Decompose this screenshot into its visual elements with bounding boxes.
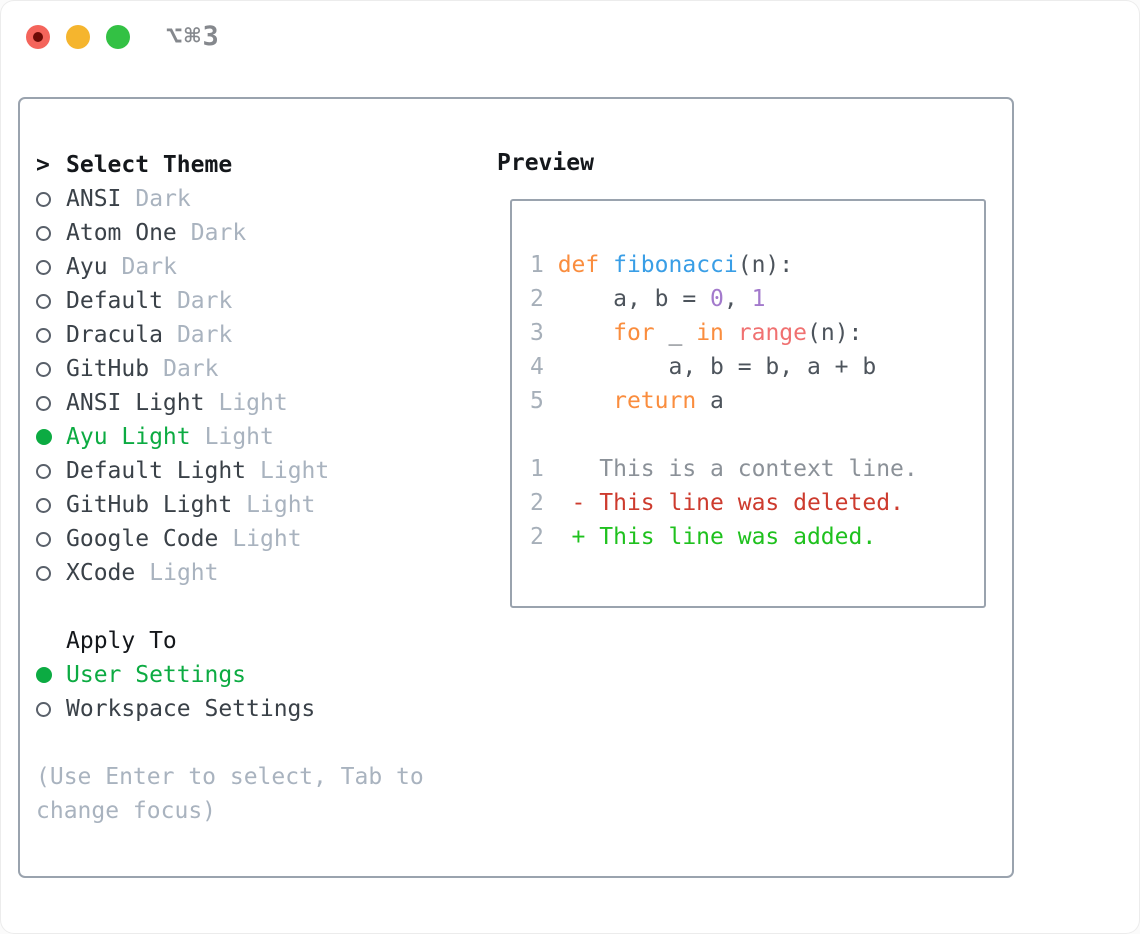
theme-variant-badge: Dark <box>176 322 233 348</box>
theme-variant-badge: Light <box>232 526 302 552</box>
code-line: 1 def fibonacci(n): <box>530 252 794 278</box>
theme-option-ansi-dark[interactable]: ANSI Dark <box>36 182 456 216</box>
minimize-button[interactable] <box>66 25 90 49</box>
option-label: ANSI Light <box>66 390 205 416</box>
theme-option-ayu-light-light[interactable]: Ayu Light Light <box>36 420 456 454</box>
close-button[interactable] <box>26 25 50 49</box>
radio-icon <box>36 395 51 411</box>
theme-option-google-code-light[interactable]: Google Code Light <box>36 522 456 556</box>
code-line: 3 for _ in range(n): <box>530 320 863 346</box>
option-label: Dracula <box>66 322 163 348</box>
code-line: 5 return a <box>530 388 724 414</box>
window-title-shortcut: ⌥⌘3 <box>166 21 221 52</box>
option-label: GitHub Light <box>66 492 233 518</box>
radio-icon <box>36 225 51 241</box>
theme-dialog-panel <box>18 97 1014 878</box>
line-number: 4 <box>530 354 558 380</box>
radio-icon <box>36 361 51 377</box>
option-label: Ayu Light <box>66 424 191 450</box>
option-label: User Settings <box>66 662 247 688</box>
theme-variant-badge: Dark <box>163 356 219 382</box>
apply-option-workspace-settings[interactable]: Workspace Settings <box>36 692 456 726</box>
theme-variant-badge: Light <box>204 424 274 450</box>
theme-option-default-dark[interactable]: Default Dark <box>36 284 456 318</box>
keyboard-hint: (Use Enter to select, Tab to change focu… <box>36 764 424 824</box>
option-label: Workspace Settings <box>66 696 316 722</box>
theme-option-ansi-light-light[interactable]: ANSI Light Light <box>36 386 456 420</box>
radio-icon <box>36 293 51 309</box>
preview-pane: 1 def fibonacci(n): 2 a, b = 0, 1 3 for _ … <box>510 199 986 608</box>
traffic-lights <box>26 25 130 49</box>
theme-variant-badge: Dark <box>190 220 247 246</box>
option-label: GitHub <box>66 356 150 382</box>
option-label: Default <box>66 288 163 314</box>
option-label: Atom One <box>66 220 177 246</box>
zoom-button[interactable] <box>106 25 130 49</box>
theme-option-default-light-light[interactable]: Default Light Light <box>36 454 456 488</box>
code-line <box>530 422 976 456</box>
apply-option-user-settings[interactable]: User Settings <box>36 658 456 692</box>
line-number: 1 <box>530 456 558 482</box>
radio-icon <box>36 259 51 275</box>
radio-icon <box>36 463 51 479</box>
code-line: 2 + This line was added. <box>530 524 877 550</box>
theme-variant-badge: Light <box>149 560 219 586</box>
preview-title: Preview <box>497 150 594 176</box>
theme-option-atom-one-dark[interactable]: Atom One Dark <box>36 216 456 250</box>
radio-icon <box>36 565 51 581</box>
option-label: XCode <box>66 560 136 586</box>
radio-selected-icon <box>36 667 52 683</box>
radio-icon <box>36 497 51 513</box>
radio-selected-icon <box>36 429 52 445</box>
code-line: 1 This is a context line. <box>530 456 918 482</box>
line-number <box>530 422 558 448</box>
theme-option-xcode-light[interactable]: XCode Light <box>36 556 456 590</box>
apply-to-header: Apply To <box>36 624 456 658</box>
option-label: Ayu <box>66 254 108 280</box>
radio-icon <box>36 701 51 717</box>
option-label: Google Code <box>66 526 219 552</box>
option-label: ANSI <box>66 186 122 212</box>
radio-icon <box>36 191 51 207</box>
radio-icon <box>36 531 51 547</box>
radio-icon <box>36 327 51 343</box>
select-theme-header: > Select Theme <box>36 148 456 182</box>
code-line: 2 a, b = 0, 1 <box>530 286 766 312</box>
theme-variant-badge: Light <box>260 458 330 484</box>
theme-option-ayu-dark[interactable]: Ayu Dark <box>36 250 456 284</box>
theme-variant-badge: Dark <box>135 186 191 212</box>
theme-variant-badge: Dark <box>176 288 233 314</box>
line-number: 2 <box>530 286 558 312</box>
code-line: 2 - This line was deleted. <box>530 490 904 516</box>
apply-to-title: Apply To <box>66 628 177 654</box>
theme-option-dracula-dark[interactable]: Dracula Dark <box>36 318 456 352</box>
theme-option-github-dark[interactable]: GitHub Dark <box>36 352 456 386</box>
theme-variant-badge: Light <box>246 492 316 518</box>
line-number: 2 <box>530 524 558 550</box>
theme-variant-badge: Light <box>218 390 288 416</box>
code-line: 4 a, b = b, a + b <box>530 354 877 380</box>
theme-option-github-light-light[interactable]: GitHub Light Light <box>36 488 456 522</box>
focus-caret-icon: > <box>36 152 50 178</box>
line-number: 1 <box>530 252 558 278</box>
select-theme-title: Select Theme <box>66 152 233 178</box>
line-number: 2 <box>530 490 558 516</box>
theme-variant-badge: Dark <box>121 254 177 280</box>
line-number: 5 <box>530 388 558 414</box>
line-number: 3 <box>530 320 558 346</box>
option-label: Default Light <box>66 458 247 484</box>
